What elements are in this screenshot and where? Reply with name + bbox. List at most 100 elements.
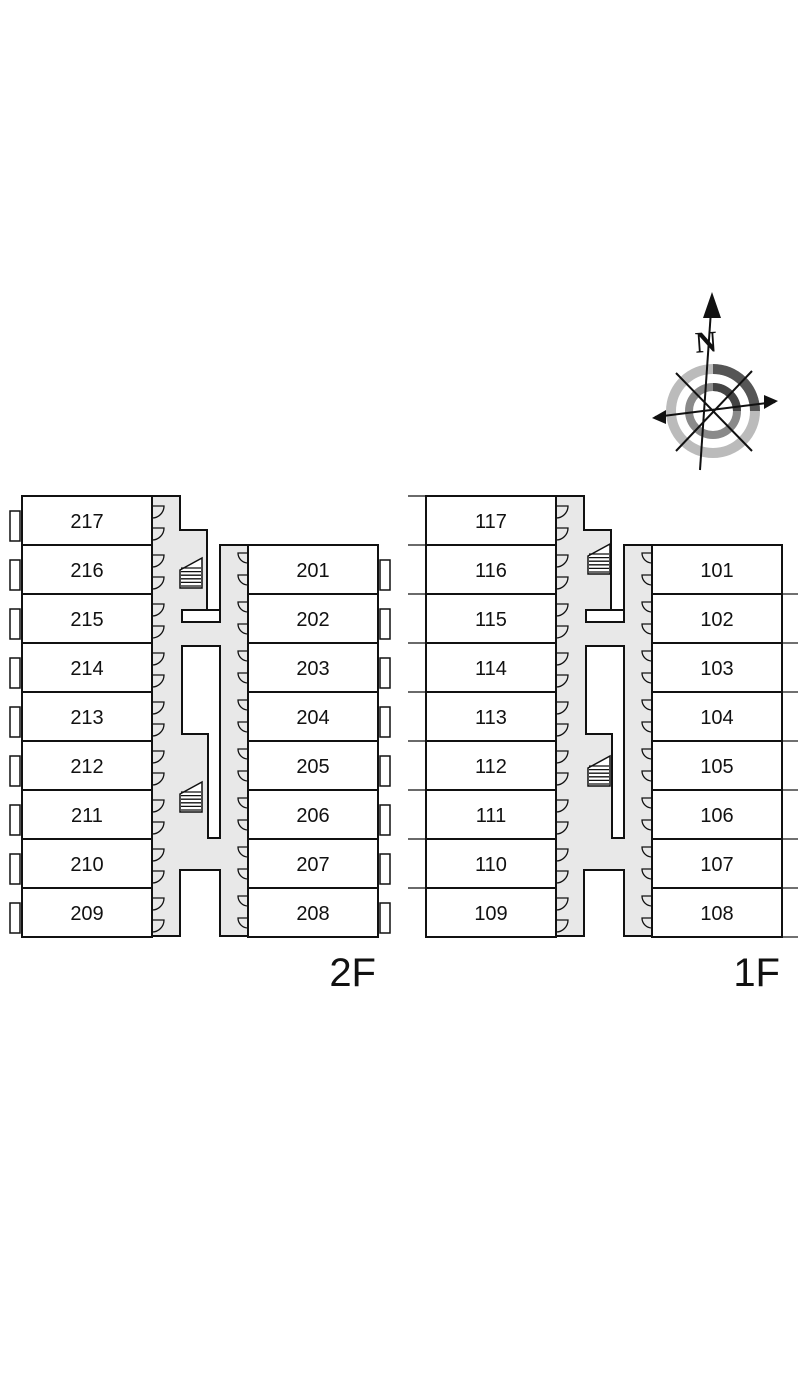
unit-box (21, 544, 153, 595)
door-swing-icon (151, 625, 165, 639)
unit-number: 215 (70, 609, 103, 631)
unit-box (21, 593, 153, 644)
balcony (9, 657, 21, 689)
door-swing-icon (151, 897, 165, 911)
door-swing-icon (237, 650, 249, 662)
unit-109: 109 (408, 887, 569, 938)
unit-113: 113 (408, 691, 569, 742)
unit-212: 212 (9, 740, 165, 791)
unit-number: 204 (296, 707, 329, 729)
unit-box (425, 691, 557, 742)
unit-number: 202 (296, 609, 329, 631)
door-swing-icon (641, 748, 653, 760)
unit-103: 103 (641, 642, 798, 693)
unit-216: 216 (9, 544, 165, 595)
compass-north-label: N (694, 325, 718, 359)
door-swing-icon (641, 797, 653, 809)
balcony (9, 804, 21, 836)
unit-number: 115 (475, 609, 507, 631)
door-swing-icon (641, 917, 653, 929)
unit-box (247, 593, 379, 644)
door-swing-icon (641, 819, 653, 831)
door-swing-icon (237, 819, 249, 831)
unit-number: 114 (475, 658, 507, 680)
door-swing-icon (237, 770, 249, 782)
unit-box (425, 789, 557, 840)
unit-111: 111 (408, 789, 569, 840)
unit-number: 212 (70, 756, 103, 778)
door-swing-icon (151, 870, 165, 884)
unit-box (247, 740, 379, 791)
unit-106: 106 (641, 789, 798, 840)
balcony (9, 559, 21, 591)
floor-1F: 1171161151141131121111101091011021031041… (408, 495, 798, 995)
unit-box (425, 544, 557, 595)
door-swing-icon (555, 505, 569, 519)
corridor-notch (585, 609, 625, 623)
door-swing-icon (237, 797, 249, 809)
door-swing-icon (641, 846, 653, 858)
door-swing-icon (151, 772, 165, 786)
unit-206: 206 (237, 789, 391, 840)
unit-number: 106 (700, 805, 733, 827)
balcony (9, 853, 21, 885)
unit-number: 217 (70, 511, 103, 533)
unit-112: 112 (408, 740, 569, 791)
unit-number: 214 (70, 658, 103, 680)
unit-box (651, 691, 783, 742)
door-swing-icon (237, 846, 249, 858)
unit-box (425, 887, 557, 938)
unit-number: 107 (700, 854, 733, 876)
door-swing-icon (237, 623, 249, 635)
balcony (9, 510, 21, 542)
door-swing-icon (151, 919, 165, 933)
door-swing-icon (151, 505, 165, 519)
balcony (379, 706, 391, 738)
unit-number: 209 (70, 903, 103, 925)
unit-number: 104 (700, 707, 733, 729)
unit-202: 202 (237, 593, 391, 644)
door-swing-icon (151, 652, 165, 666)
unit-number: 210 (70, 854, 103, 876)
door-swing-icon (555, 897, 569, 911)
door-swing-icon (641, 574, 653, 586)
unit-number: 208 (296, 903, 329, 925)
door-swing-icon (641, 770, 653, 782)
door-swing-icon (237, 672, 249, 684)
door-swing-icon (151, 701, 165, 715)
unit-number: 111 (476, 805, 506, 827)
floor-label: 2F (329, 951, 376, 995)
door-swing-icon (237, 601, 249, 613)
unit-107: 107 (641, 838, 798, 889)
door-swing-icon (641, 672, 653, 684)
unit-number: 110 (475, 854, 507, 876)
balcony (9, 706, 21, 738)
unit-number: 211 (71, 805, 103, 827)
balcony (379, 608, 391, 640)
balcony (379, 902, 391, 934)
unit-number: 205 (296, 756, 329, 778)
door-swing-icon (641, 721, 653, 733)
unit-box (21, 691, 153, 742)
door-swing-icon (555, 821, 569, 835)
unit-number: 103 (700, 658, 733, 680)
unit-box (425, 495, 557, 546)
stairs-icon (587, 754, 611, 787)
door-swing-icon (555, 919, 569, 933)
door-swing-icon (555, 554, 569, 568)
unit-214: 214 (9, 642, 165, 693)
unit-number: 102 (700, 609, 733, 631)
unit-108: 108 (641, 887, 798, 938)
door-swing-icon (555, 527, 569, 541)
unit-215: 215 (9, 593, 165, 644)
unit-number: 112 (475, 756, 507, 778)
door-swing-icon (555, 625, 569, 639)
door-swing-icon (151, 723, 165, 737)
door-swing-icon (237, 895, 249, 907)
unit-101: 101 (641, 544, 798, 595)
unit-110: 110 (408, 838, 569, 889)
unit-210: 210 (9, 838, 165, 889)
stairs-icon (179, 556, 203, 589)
balcony (9, 608, 21, 640)
